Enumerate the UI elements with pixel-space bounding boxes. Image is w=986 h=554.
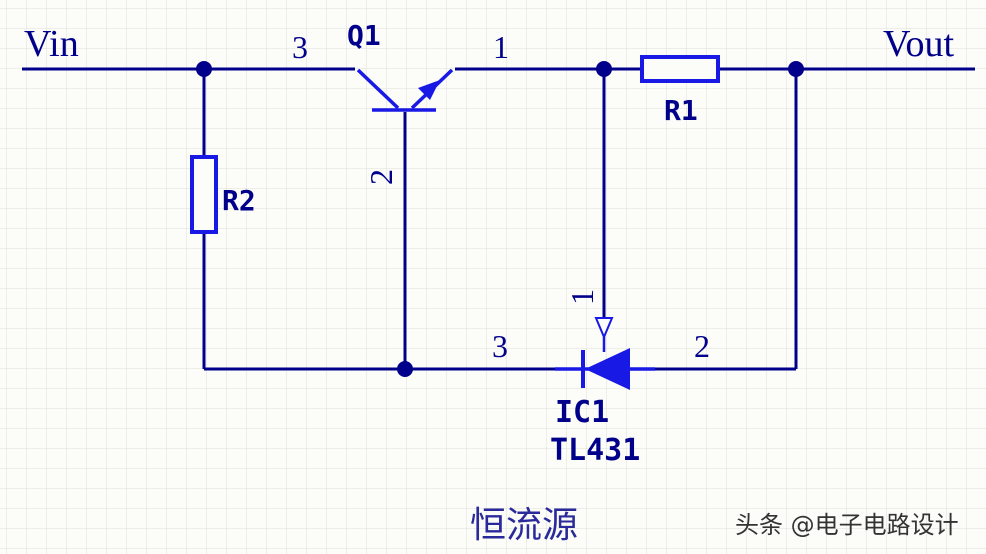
junction-dot — [397, 361, 413, 377]
watermark: 头条 @电子电路设计 — [735, 511, 959, 539]
junctions — [196, 61, 804, 377]
resistor-r1-symbol — [640, 55, 720, 83]
r2-designator: R2 — [222, 184, 256, 217]
junction-dot — [196, 61, 212, 77]
diagram-title: 恒流源 — [470, 505, 578, 546]
ic1-part-number: TL431 — [550, 433, 640, 468]
vout-label: Vout — [883, 23, 955, 65]
q1-pin-base: 2 — [363, 169, 399, 185]
q1-emitter-arrow — [418, 80, 440, 100]
resistor-r2-symbol — [190, 155, 218, 234]
ic1-diode-triangle — [585, 348, 630, 390]
transistor-q1-symbol — [356, 68, 454, 112]
q1-pin-emitter: 1 — [493, 29, 509, 65]
ic1-pin-anode: 2 — [694, 328, 710, 364]
tl431-ic1-symbol — [555, 317, 655, 390]
ic1-ref-arrow — [594, 317, 614, 340]
junction-dot — [788, 61, 804, 77]
ic1-designator: IC1 — [555, 395, 609, 430]
wires — [22, 67, 975, 371]
junction-dot — [596, 61, 612, 77]
q1-collector-lead — [356, 68, 400, 110]
q1-pin-collector: 3 — [292, 29, 308, 65]
r1-designator: R1 — [664, 94, 698, 127]
ic1-pin-ref: 1 — [564, 289, 600, 305]
ic1-pin-cathode: 3 — [492, 328, 508, 364]
vin-label: Vin — [24, 23, 79, 65]
q1-designator: Q1 — [347, 19, 381, 52]
